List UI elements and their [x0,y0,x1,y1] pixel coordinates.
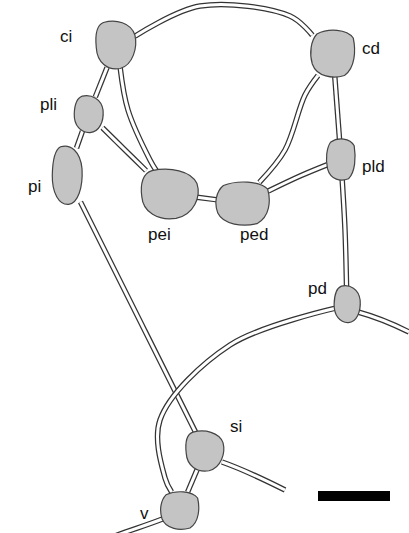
connective-core [77,131,83,148]
nerve-connective [158,308,335,492]
connective-core [158,308,335,492]
nerve-connective [259,76,318,183]
nerve-connective [120,68,156,171]
ganglion: ped [215,180,271,226]
connective-outline [102,128,146,171]
ganglion-label: pei [148,226,171,243]
connective-core [197,197,218,200]
ganglion-label: pi [28,178,41,195]
nerve-connective [268,165,327,191]
ganglion: ci [95,20,137,70]
connective-core [268,165,327,191]
ganglion-label: pld [362,158,385,175]
connective-core [188,470,197,492]
nerve-connective [335,76,340,140]
ganglion: cd [310,28,356,78]
connective-core [135,5,312,37]
nerve-connective [95,68,107,97]
ganglion: pei [140,168,200,220]
connective-core [259,76,318,183]
connective-outline [188,470,197,492]
nerve-connective [102,128,146,171]
ganglion-shape [51,145,83,205]
connective-outline [259,76,318,183]
nerve-connective [81,202,196,432]
connective-outline [342,179,346,287]
ganglion-shape [95,20,137,70]
connective-outline [197,197,218,200]
scale-bar [318,491,390,501]
ganglion-label: ci [60,28,72,45]
connective-core [120,68,156,171]
connective-core [81,202,196,432]
ganglion-shape [326,137,356,181]
ganglion-shape [140,168,200,220]
ganglion-shape [215,180,271,226]
ganglion-shape [73,95,104,133]
nerve-connective [342,179,346,287]
ganglion-label: pd [308,280,327,297]
ganglion-shape [185,430,225,472]
ganglion-shape [310,28,356,78]
nerve-connective [188,470,197,492]
connective-outline [81,202,196,432]
ganglion: pd [333,285,361,323]
ganglion: si [185,430,225,472]
connective-outline [268,165,327,191]
nerve-connective [77,131,83,148]
connective-outline [335,76,340,140]
nerve-connective [135,5,312,37]
connective-core [102,128,146,171]
ganglion-shape [160,490,200,530]
ganglion-label: v [140,505,149,522]
ganglion-label: pli [40,96,57,113]
ganglion-label: cd [362,40,380,57]
connective-core [342,179,346,287]
connective-outline [95,68,107,97]
ganglion: pld [326,137,356,181]
connective-core [95,68,107,97]
connective-outline [120,68,156,171]
connective-outline [158,308,335,492]
ganglion-label: ped [240,226,268,243]
ganglion-shape [333,285,361,323]
ganglion: pi [51,145,83,205]
ganglion: v [160,490,200,530]
connective-outline [77,131,83,148]
nerve-connective [197,197,218,200]
connective-outline [135,5,312,37]
ganglion-label: si [230,418,242,435]
connective-core [335,76,340,140]
ganglion: pli [73,95,104,133]
